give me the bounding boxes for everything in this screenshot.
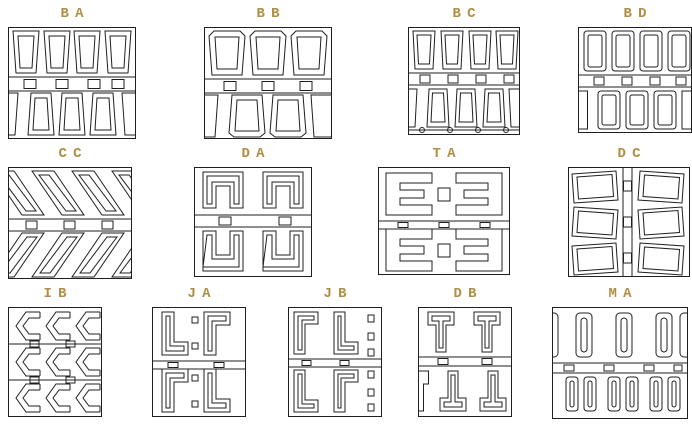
pattern-cell-bc: BC [408, 6, 520, 136]
tread-pattern-ib-drawing [8, 307, 102, 418]
tread-pattern-ta-drawing [378, 167, 510, 276]
pattern-label: CC [58, 146, 88, 162]
pattern-label: IB [43, 286, 73, 302]
pattern-cell-db: DB [418, 286, 512, 418]
tread-pattern-cc-drawing [8, 167, 132, 280]
pattern-label: MA [608, 286, 638, 302]
pattern-label: BD [623, 6, 653, 22]
pattern-cell-bd: BD [578, 6, 692, 134]
pattern-cell-ba: BA [8, 6, 136, 140]
pattern-label: BA [60, 6, 90, 22]
pattern-cell-ja: JA [152, 286, 246, 418]
pattern-label: DA [241, 146, 271, 162]
tread-pattern-bd-drawing [578, 27, 692, 134]
tread-pattern-ba-drawing [8, 27, 136, 140]
pattern-cell-bb: BB [204, 6, 332, 140]
tread-pattern-bb-drawing [204, 27, 332, 140]
tread-pattern-da-drawing [194, 167, 312, 278]
tread-pattern-ja-drawing [152, 307, 246, 418]
pattern-cell-ma: MA [552, 286, 688, 420]
pattern-label: TA [432, 146, 462, 162]
tread-pattern-jb-drawing [288, 307, 382, 418]
pattern-cell-dc: DC [568, 146, 690, 278]
pattern-label: JA [187, 286, 217, 302]
pattern-label: BB [256, 6, 286, 22]
pattern-cell-ta: TA [378, 146, 510, 276]
pattern-cell-ib: IB [8, 286, 102, 418]
pattern-cell-jb: JB [288, 286, 382, 418]
pattern-label: DC [617, 146, 647, 162]
tread-pattern-db-drawing [418, 307, 512, 418]
pattern-label: JB [323, 286, 353, 302]
tread-pattern-ma-drawing [552, 307, 688, 420]
pattern-label: DB [453, 286, 483, 302]
pattern-label: BC [452, 6, 482, 22]
tread-pattern-bc-drawing [408, 27, 520, 136]
tread-pattern-dc-drawing [568, 167, 690, 278]
pattern-cell-cc: CC [8, 146, 132, 280]
pattern-cell-da: DA [194, 146, 312, 278]
